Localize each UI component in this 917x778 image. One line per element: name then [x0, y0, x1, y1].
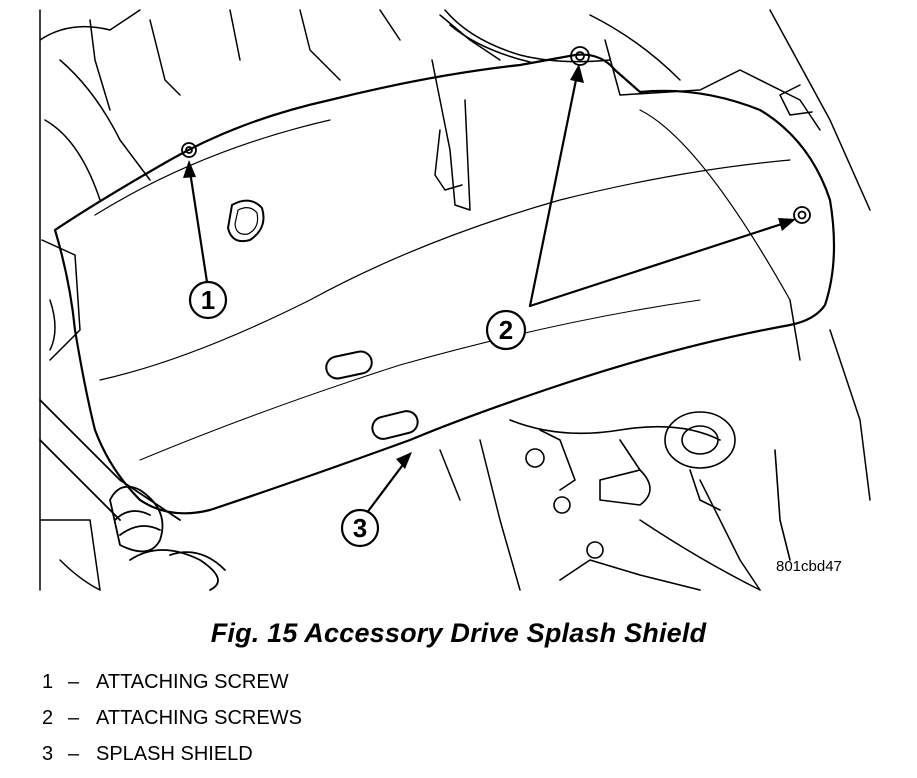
- image-code-label: 801cbd47: [776, 558, 842, 575]
- callout-label-2: 2: [499, 315, 513, 345]
- leader-3: [364, 456, 410, 516]
- arrowheads: [183, 64, 796, 469]
- callout-circle-2: [485, 309, 527, 351]
- callout-circle-1: [188, 280, 228, 320]
- wiring-harness: [431, 9, 611, 211]
- legend-dash: –: [68, 671, 80, 693]
- drive-shaft-boot: [39, 399, 226, 591]
- screw-2b: [793, 206, 811, 224]
- callout-label-1: 1: [201, 285, 215, 315]
- suspension-components: [509, 411, 791, 591]
- legend-number: 3: [42, 743, 54, 765]
- legend-item: 1–ATTACHING SCREW: [42, 664, 302, 700]
- attaching-screws: [181, 46, 811, 224]
- legend-text: ATTACHING SCREW: [96, 671, 289, 693]
- splash-shield-drawing: 1 2 3 801cbd47: [39, 9, 871, 591]
- legend-list: 1–ATTACHING SCREW 2–ATTACHING SCREWS 3–S…: [42, 664, 302, 772]
- legend-text: ATTACHING SCREWS: [96, 707, 302, 729]
- leader-lines: [187, 68, 790, 516]
- legend-dash: –: [68, 707, 80, 729]
- legend-text: SPLASH SHIELD: [96, 743, 253, 765]
- callout-label-3: 3: [353, 513, 367, 543]
- screw-1: [181, 142, 197, 158]
- legend-number: 2: [42, 707, 54, 729]
- figure-caption: Fig. 15 Accessory Drive Splash Shield: [210, 618, 707, 648]
- legend-number: 1: [42, 671, 54, 693]
- legend-dash: –: [68, 743, 80, 765]
- illustration: 1 2 3 801cbd47: [39, 9, 871, 591]
- leader-2a: [528, 68, 580, 308]
- legend-item: 2–ATTACHING SCREWS: [42, 700, 302, 736]
- callout-circle-3: [340, 508, 380, 548]
- legend-item: 3–SPLASH SHIELD: [42, 736, 302, 772]
- leader-2b: [528, 220, 790, 308]
- background-engine-lines: [39, 9, 871, 591]
- screw-2a: [570, 46, 590, 66]
- leader-1: [187, 163, 209, 284]
- callout-circles: [188, 280, 527, 548]
